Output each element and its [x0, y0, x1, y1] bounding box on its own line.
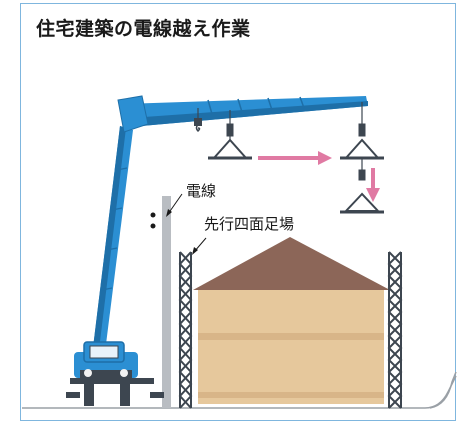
suspended-load-lowered: [340, 158, 384, 214]
utility-pole: [150, 196, 171, 408]
move-horizontal-arrow: [258, 151, 332, 165]
move-down-arrow: [366, 168, 380, 202]
ground: [22, 371, 457, 409]
suspended-load-moved: [340, 102, 384, 160]
diagram-title: 住宅建築の電線越え作業: [36, 18, 251, 40]
mobile-crane: [66, 95, 368, 406]
scaffold-label-text: 先行四面足場: [204, 215, 294, 233]
scaffold-right: [387, 251, 403, 409]
house: [193, 237, 390, 404]
scaffold-label: 先行四面足場: [192, 215, 294, 255]
suspended-load-origin: [208, 110, 252, 160]
scaffold-left: [178, 251, 193, 409]
power-line-label: 電線: [166, 182, 216, 217]
power-line-label-text: 電線: [186, 182, 216, 200]
